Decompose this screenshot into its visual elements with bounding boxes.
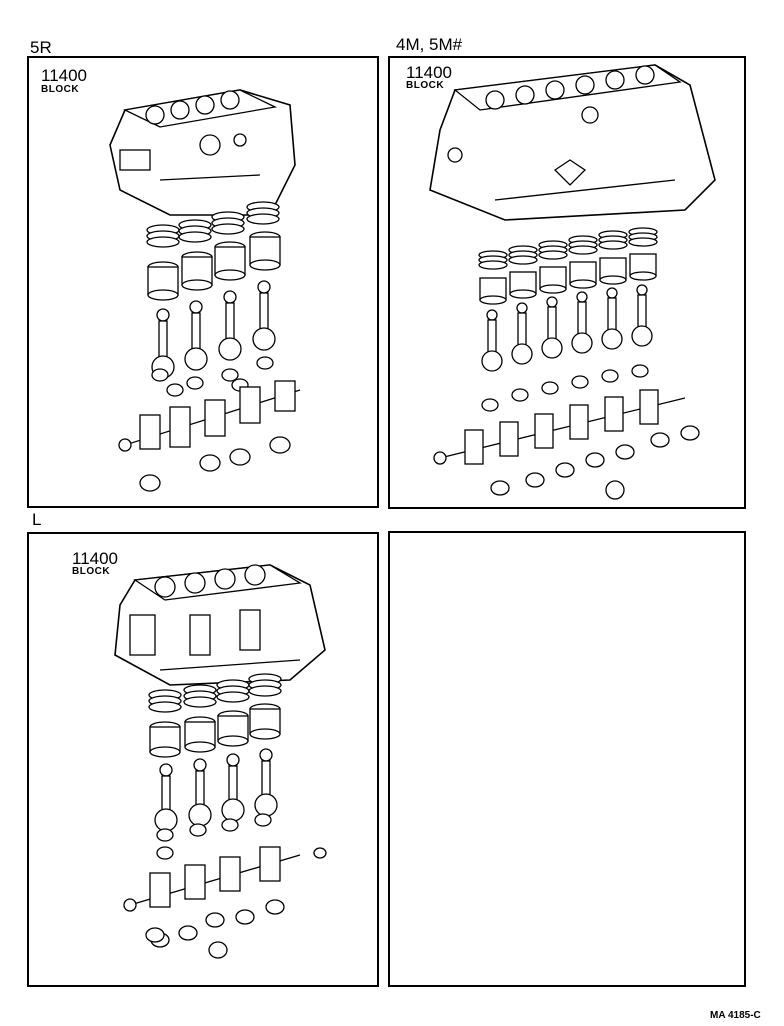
engine-label-l: L [32,510,42,529]
engine-label-4m-5m: 4M, 5M# [396,35,463,54]
bearing-icon[interactable] [481,364,649,412]
piston-ring-set-icon[interactable] [148,673,282,713]
panel-5r [27,56,379,508]
part-name-l: BLOCK [72,566,111,577]
panel-empty [388,531,746,987]
engine-label-5r: 5R [30,38,52,57]
bearing-icon[interactable] [156,813,327,860]
piston-icon[interactable] [149,703,281,758]
piston-ring-set-icon[interactable] [478,227,658,270]
bearing-icon[interactable] [490,425,700,500]
connecting-rod-icon[interactable] [481,284,653,372]
exploded-view-5r [109,89,301,492]
connecting-rod-icon[interactable] [151,280,276,379]
exploded-view-4m-5m [429,64,716,500]
ref-code: MA 4185-C [710,1010,761,1021]
engine-block-icon[interactable] [114,564,326,686]
part-number-l[interactable]: 11400 [72,549,119,568]
piston-icon[interactable] [479,253,657,305]
part-name-5r: BLOCK [41,84,80,95]
bearing-icon[interactable] [139,436,291,492]
piston-ring-set-icon[interactable] [146,201,280,248]
engine-block-icon[interactable] [429,64,716,221]
piston-icon[interactable] [147,231,281,301]
exploded-view-l [114,564,327,959]
engine-block-icon[interactable] [109,89,296,216]
bearing-icon[interactable] [145,899,285,959]
crankshaft-icon[interactable] [433,389,686,465]
part-number-4m-5m[interactable]: 11400 [406,63,453,82]
panel-4m-5m [388,56,746,509]
crankshaft-icon[interactable] [123,846,301,912]
part-name-4m-5m: BLOCK [406,80,445,91]
part-number-5r[interactable]: 11400 [41,66,88,85]
crankshaft-icon[interactable] [118,380,301,452]
panel-l [27,532,379,987]
